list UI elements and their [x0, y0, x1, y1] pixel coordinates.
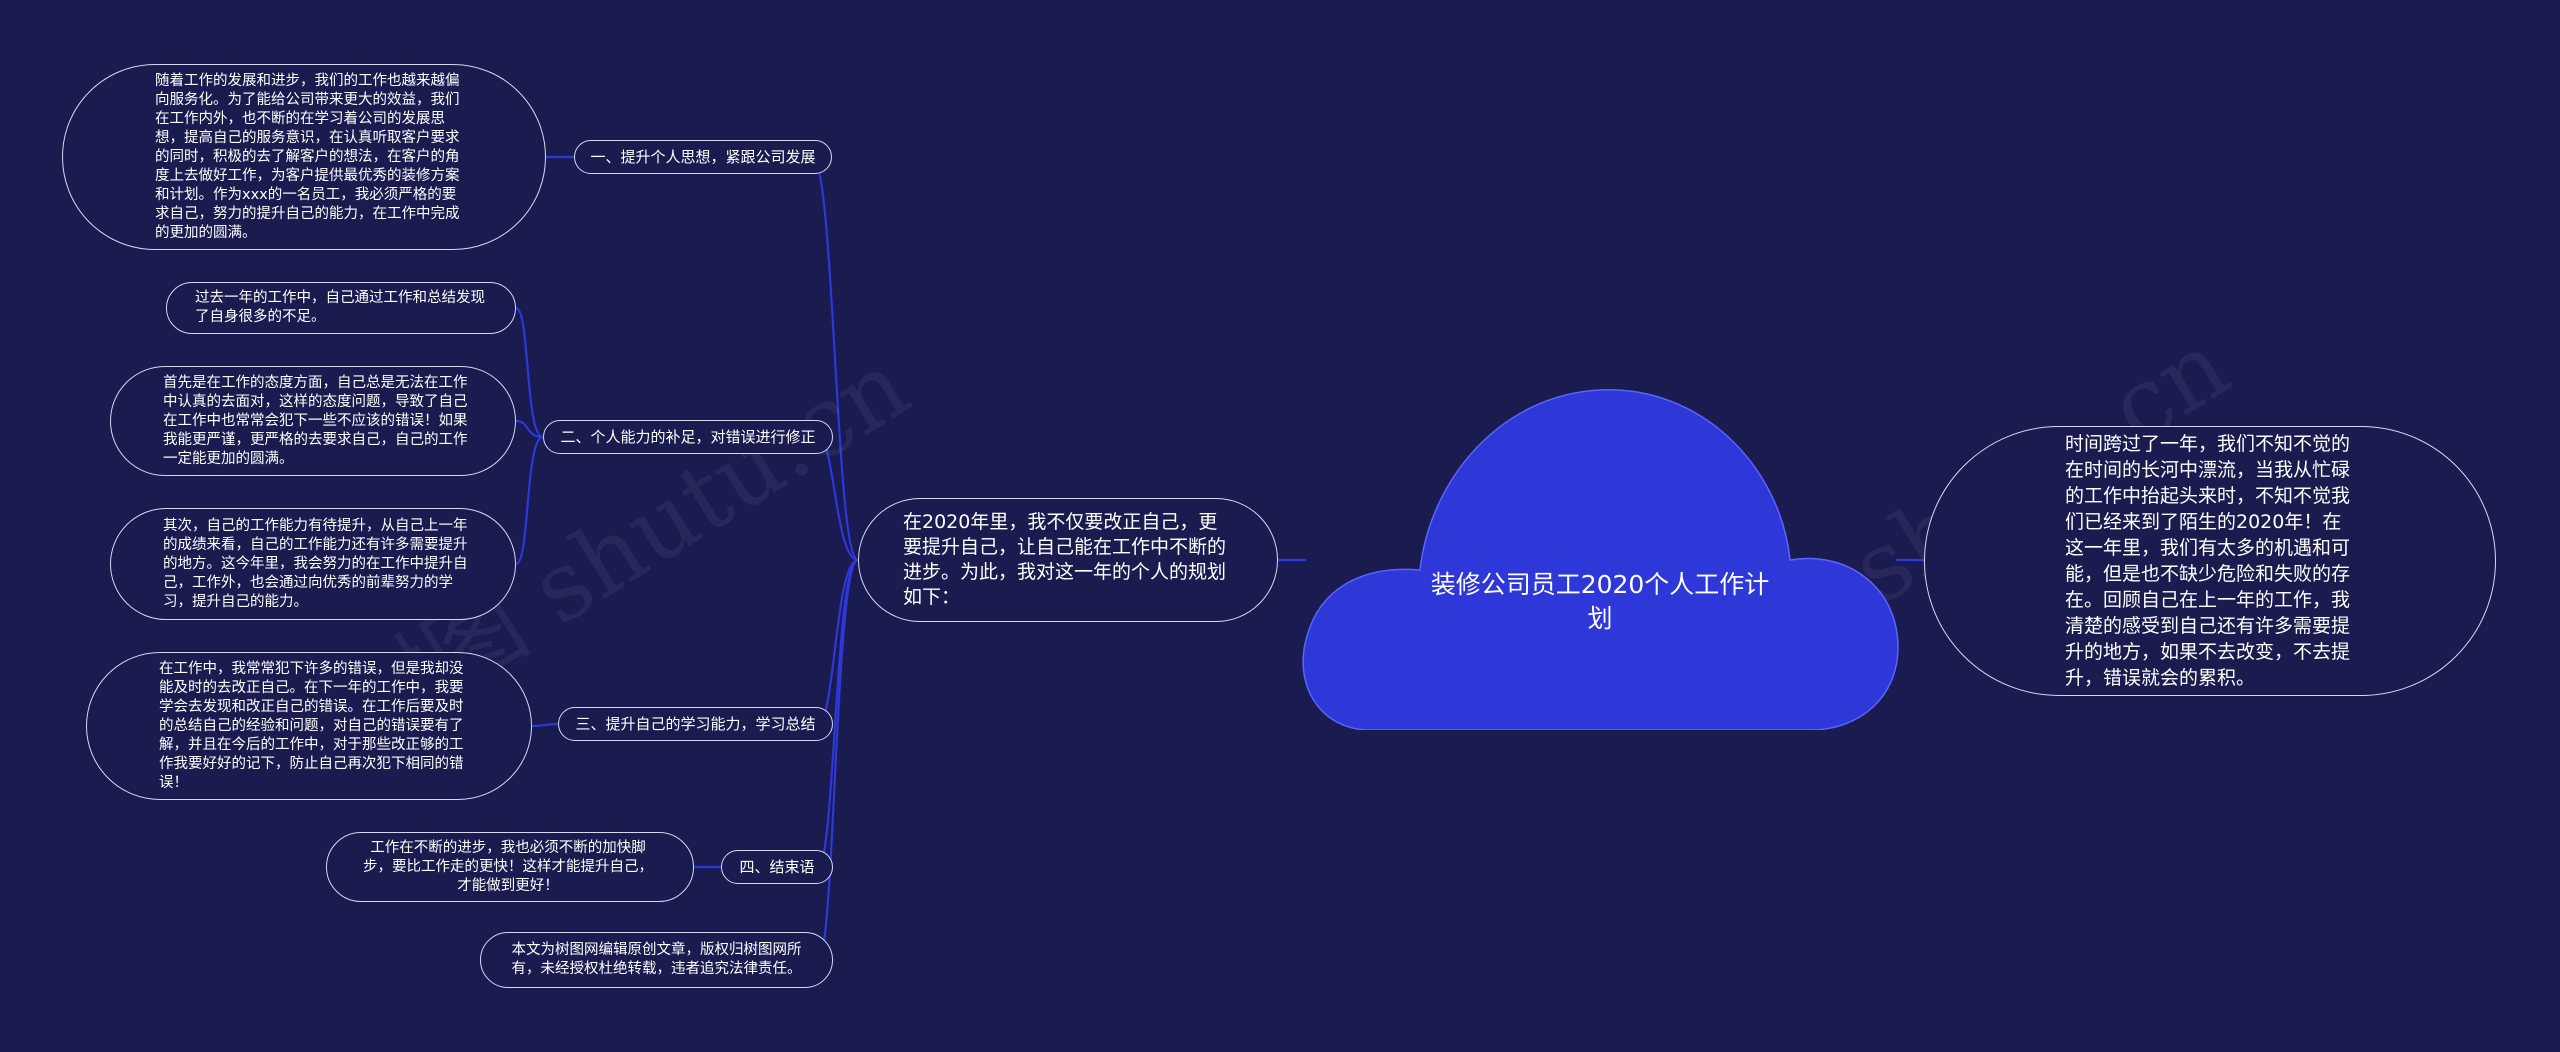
leaf-branch1-text: 随着工作的发展和进步，我们的工作也越来越偏向服务化。为了能给公司带来更大的效益，…: [155, 72, 460, 241]
link-branch3-leaf5: [531, 722, 559, 728]
link-mid-branch-2: [817, 435, 859, 562]
branch-2[interactable]: 二、个人能力的补足，对错误进行修正: [543, 420, 833, 454]
right-intro-node[interactable]: 时间跨过了一年，我们不知不觉的在时间的长河中漂流，当我从忙碌的工作中抬起头来时，…: [1924, 426, 2496, 696]
copyright-note[interactable]: 本文为树图网编辑原创文章，版权归树图网所有，未经授权杜绝转载，违者追究法律责任。: [480, 932, 833, 988]
leaf-branch2-ability[interactable]: 其次，自己的工作能力有待提升，从自己上一年的成绩来看，自己的工作能力还有许多需要…: [110, 508, 516, 620]
link-branch2-leaf4: [515, 435, 544, 566]
branch-2-label: 二、个人能力的补足，对错误进行修正: [560, 428, 816, 446]
mid-intro-text: 在2020年里，我不仅要改正自己，更要提升自己，让自己能在工作中不断的进步。为此…: [903, 511, 1227, 608]
leaf-branch2-ability-text: 其次，自己的工作能力有待提升，从自己上一年的成绩来看，自己的工作能力还有许多需要…: [163, 517, 468, 610]
leaf-branch2-attitude-text: 首先是在工作的态度方面，自己总是无法在工作中认真的去面对，这样的态度问题，导致了…: [163, 374, 468, 467]
mid-intro-node[interactable]: 在2020年里，我不仅要改正自己，更要提升自己，让自己能在工作中不断的进步。为此…: [858, 498, 1278, 622]
link-branch2-leaf2: [515, 306, 544, 439]
leaf-branch1-detail[interactable]: 随着工作的发展和进步，我们的工作也越来越偏向服务化。为了能给公司带来更大的效益，…: [62, 64, 546, 250]
center-cloud-shape: [1302, 389, 1899, 730]
leaf-branch4-text: 工作在不断的进步，我也必须不断的加快脚步，要比工作走的更快！这样才能提升自己，才…: [363, 839, 653, 894]
branch-1-label: 一、提升个人思想，紧跟公司发展: [590, 148, 816, 166]
leaf-branch2-summary[interactable]: 过去一年的工作中，自己通过工作和总结发现了自身很多的不足。: [166, 282, 516, 334]
branch-1[interactable]: 一、提升个人思想，紧跟公司发展: [574, 140, 832, 174]
link-mid-branch-1: [810, 155, 860, 562]
branch-3[interactable]: 三、提升自己的学习能力，学习总结: [558, 707, 833, 741]
leaf-branch4-detail[interactable]: 工作在不断的进步，我也必须不断的加快脚步，要比工作走的更快！这样才能提升自己，才…: [326, 832, 694, 902]
branch-3-label: 三、提升自己的学习能力，学习总结: [575, 715, 816, 733]
center-topic-title[interactable]: 装修公司员工2020个人工作计划: [1430, 570, 1770, 633]
link-branch2-leaf3: [515, 419, 544, 439]
leaf-branch3-text: 在工作中，我常常犯下许多的错误，但是我却没能及时的去改正自己。在下一年的工作中，…: [159, 660, 464, 791]
branch-4-label: 四、结束语: [739, 858, 815, 876]
leaf-branch2-summary-text: 过去一年的工作中，自己通过工作和总结发现了自身很多的不足。: [195, 290, 485, 325]
branch-4[interactable]: 四、结束语: [721, 850, 833, 884]
leaf-branch3-detail[interactable]: 在工作中，我常常犯下许多的错误，但是我却没能及时的去改正自己。在下一年的工作中，…: [86, 652, 532, 800]
leaf-branch2-attitude[interactable]: 首先是在工作的态度方面，自己总是无法在工作中认真的去面对，这样的态度问题，导致了…: [110, 366, 516, 476]
copyright-note-text: 本文为树图网编辑原创文章，版权归树图网所有，未经授权杜绝转载，违者追究法律责任。: [511, 942, 802, 977]
right-intro-text: 时间跨过了一年，我们不知不觉的在时间的长河中漂流，当我从忙碌的工作中抬起头来时，…: [2065, 433, 2351, 689]
